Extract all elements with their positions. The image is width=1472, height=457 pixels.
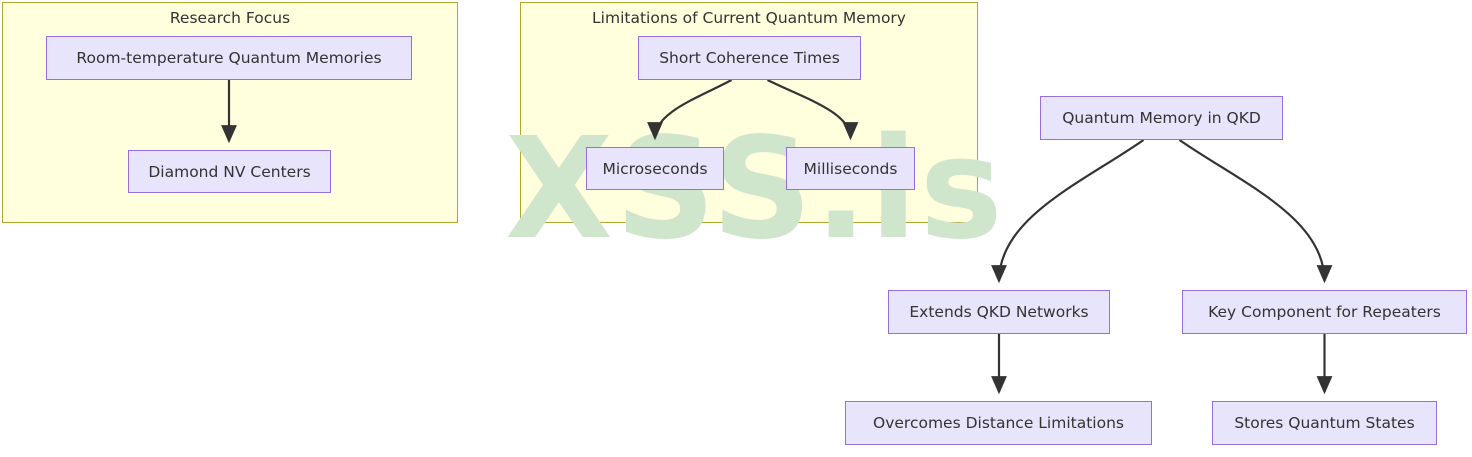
- node-diamond-nv-centers[interactable]: Diamond NV Centers: [128, 150, 331, 193]
- node-label: Diamond NV Centers: [148, 162, 311, 181]
- node-label: Key Component for Repeaters: [1208, 303, 1441, 321]
- node-label: Room-temperature Quantum Memories: [76, 49, 382, 67]
- node-key-component-for-repeaters[interactable]: Key Component for Repeaters: [1182, 290, 1467, 334]
- node-label: Quantum Memory in QKD: [1062, 109, 1261, 127]
- edge-qmqkd-to-keycomp: [1178, 139, 1333, 284]
- node-quantum-memory-in-qkd[interactable]: Quantum Memory in QKD: [1040, 96, 1283, 140]
- node-label: Milliseconds: [803, 159, 898, 178]
- node-room-temperature-quantum-memories[interactable]: Room-temperature Quantum Memories: [46, 36, 412, 80]
- node-short-coherence-times[interactable]: Short Coherence Times: [638, 36, 861, 80]
- node-milliseconds[interactable]: Milliseconds: [786, 147, 915, 190]
- subgraph-title-research-focus: Research Focus: [169, 9, 291, 27]
- node-stores-quantum-states[interactable]: Stores Quantum States: [1212, 401, 1437, 445]
- node-extends-qkd-networks[interactable]: Extends QKD Networks: [888, 290, 1110, 334]
- edge-sct-to-milli: [767, 79, 859, 141]
- subgraph-title-limitations: Limitations of Current Quantum Memory: [592, 9, 906, 27]
- node-label: Overcomes Distance Limitations: [873, 414, 1124, 432]
- node-label: Extends QKD Networks: [909, 303, 1089, 321]
- node-label: Short Coherence Times: [659, 49, 840, 67]
- edge-sct-to-micro: [647, 79, 733, 141]
- edge-qmqkd-to-extends: [991, 139, 1145, 284]
- node-overcomes-distance-limitations[interactable]: Overcomes Distance Limitations: [845, 401, 1152, 445]
- node-microseconds[interactable]: Microseconds: [586, 147, 724, 190]
- node-label: Microseconds: [602, 159, 708, 178]
- node-label: Stores Quantum States: [1234, 414, 1415, 432]
